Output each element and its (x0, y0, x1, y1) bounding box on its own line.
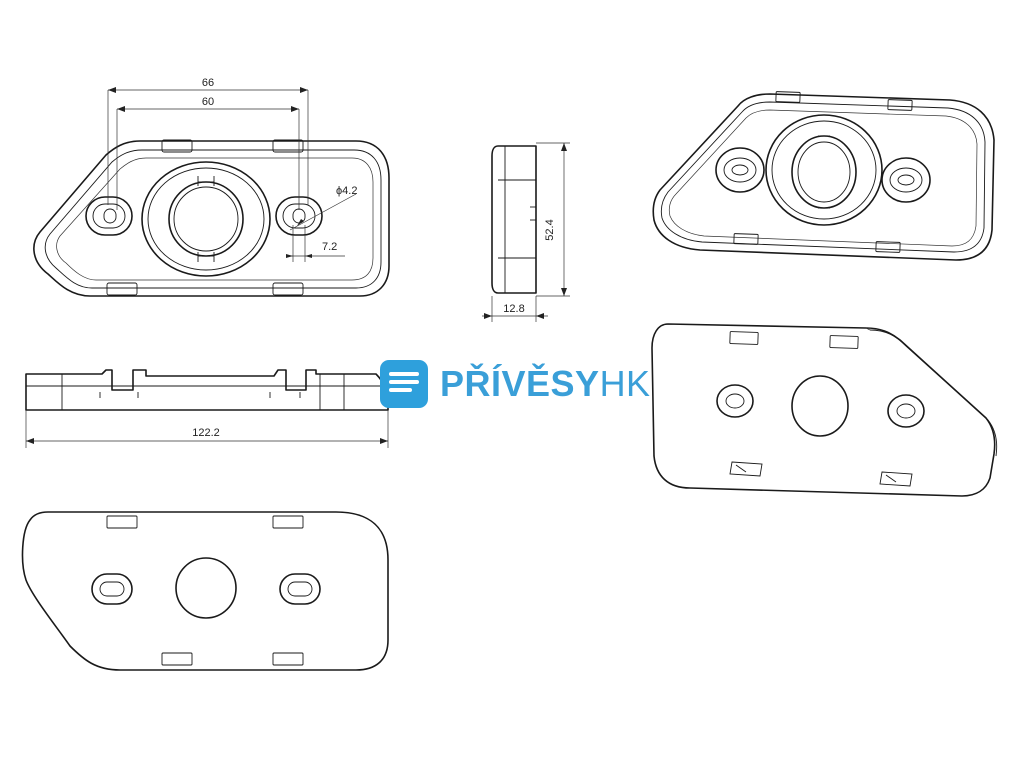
dim-122-2-label: 122.2 (192, 427, 220, 439)
dim-52-4-label: 52.4 (544, 219, 556, 240)
dimension-phi-4-2: ϕ4.2 (289, 185, 357, 231)
brand-wordmark: PŘÍVĚSYHK (440, 366, 651, 402)
back-right-slot (279, 573, 321, 605)
center-boss (141, 161, 271, 277)
dimension-66: 66 (107, 77, 309, 205)
dim-12-8-label: 12.8 (503, 303, 524, 315)
left-slot (85, 196, 133, 236)
dim-60-label: 60 (202, 96, 214, 108)
dim-phi-label: ϕ4.2 (336, 185, 357, 197)
back-view (21, 511, 389, 671)
top-view: 122.2 (25, 369, 389, 448)
dim-7-2-label: 7.2 (322, 241, 337, 253)
trailer-icon (380, 360, 428, 408)
brand-name-bold: PŘÍVĚSY (440, 363, 600, 404)
isometric-front-view (652, 91, 995, 261)
dimension-60: 60 (116, 96, 300, 210)
front-view: 66 60 ϕ4.2 7.2 (33, 77, 390, 297)
side-view: 52.4 12.8 (482, 142, 570, 322)
brand-name-suffix: HK (599, 363, 651, 404)
dimension-7-2: 7.2 (286, 225, 345, 262)
dim-66-label: 66 (202, 77, 214, 89)
isometric-back-view (651, 323, 998, 497)
brand-logo: PŘÍVĚSYHK (380, 358, 651, 410)
back-left-slot (91, 573, 133, 605)
